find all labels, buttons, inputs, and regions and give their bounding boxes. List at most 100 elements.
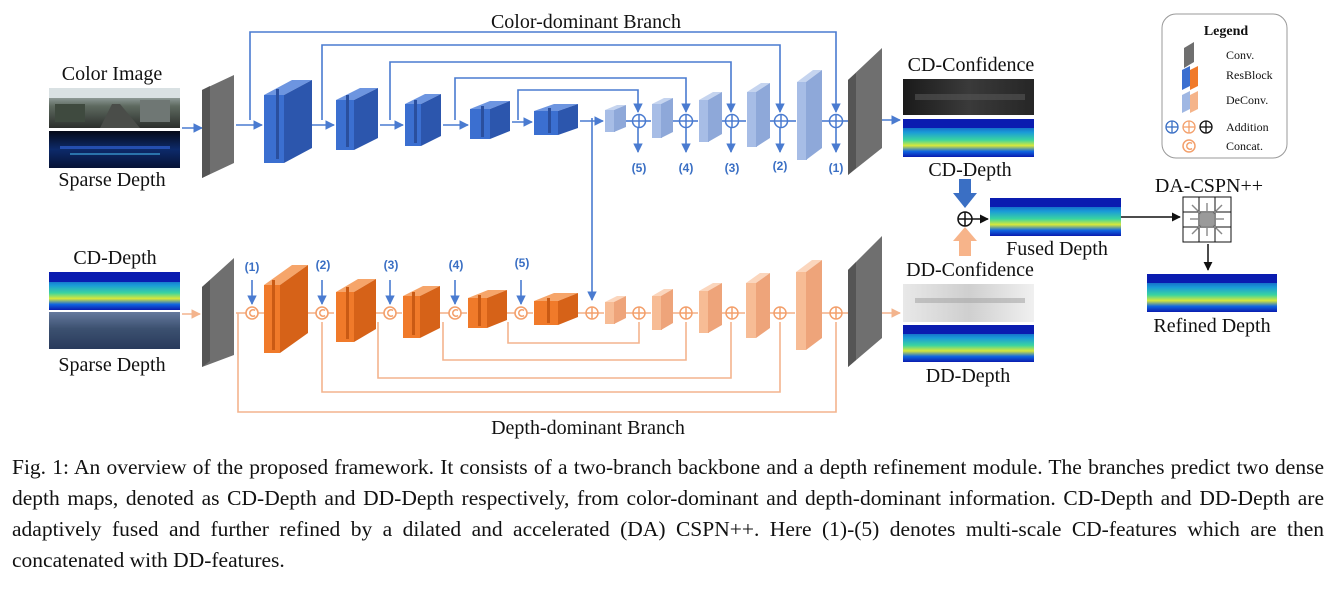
addition-icon: [1165, 120, 1213, 134]
legend-item-resblock: ResBlock: [1226, 68, 1273, 82]
concat-icon: [1182, 139, 1196, 153]
cd-scale-label-3: (3): [725, 161, 740, 175]
cd-main-flow: [182, 115, 901, 153]
framework-diagram: Color-dominant Branch Depth-dominant Bra…: [49, 11, 1288, 439]
legend-title: Legend: [1204, 24, 1249, 39]
cd-resblock-5: [534, 104, 578, 135]
sparse-depth-thumbnail-bottom: [49, 312, 180, 349]
concat-icon: [448, 306, 462, 320]
cd-deconv-4: [747, 83, 770, 147]
cd-addition-nodes: [631, 113, 844, 129]
sparse-depth-thumbnail-top: [49, 131, 180, 168]
dd-scale-label-4: (4): [449, 258, 464, 272]
color-branch-title: Color-dominant Branch: [491, 11, 681, 33]
cd-skip-connections: [249, 31, 841, 301]
refined-depth-map: [1147, 274, 1277, 312]
cd-depth-input-label: CD-Depth: [73, 247, 156, 269]
concat-icon: [514, 306, 528, 320]
cd-scale-label-4: (4): [679, 161, 694, 175]
da-cspn-grid-icon: [1182, 196, 1232, 243]
dd-deconv-4: [746, 273, 770, 338]
legend-item-conv: Conv.: [1226, 48, 1254, 62]
dd-deconv-3: [699, 283, 722, 333]
dd-skip-connections: [237, 313, 837, 413]
addition-icon: [773, 113, 789, 129]
dd-resblock-3: [403, 286, 440, 338]
legend-item-concat: Concat.: [1226, 139, 1263, 153]
dd-branch-blocks: [202, 236, 882, 367]
dd-scale-label-2: (2): [316, 258, 331, 272]
cd-scale-label-5: (5): [632, 161, 647, 175]
dd-confidence-map: [903, 284, 1034, 322]
legend-item-deconv: DeConv.: [1226, 93, 1268, 107]
cd-resblock-1: [264, 80, 312, 163]
dd-addition-nodes: [585, 306, 843, 320]
dd-deconv-5: [796, 260, 822, 350]
dd-scale-arrows: [247, 280, 526, 305]
cd-confidence-map: [903, 79, 1034, 115]
da-cspn-label: DA-CSPN++: [1155, 175, 1263, 197]
fusion-addition-node: [957, 211, 973, 227]
addition-icon: [585, 306, 599, 320]
cd-confidence-label: CD-Confidence: [908, 54, 1035, 76]
dd-conv-block-in: [202, 258, 234, 367]
cd-scale-label-2: (2): [773, 159, 788, 173]
cd-depth-map: [903, 119, 1034, 157]
fused-depth-map: [990, 198, 1121, 236]
addition-icon: [631, 113, 647, 129]
cd-depth-input-thumbnail: [49, 272, 180, 310]
dd-confidence-label: DD-Confidence: [906, 259, 1034, 281]
addition-icon: [679, 306, 693, 320]
cd-fusion-arrow: [953, 179, 977, 208]
depth-branch-title: Depth-dominant Branch: [491, 417, 685, 439]
dd-conv-block-out: [848, 236, 882, 367]
cd-branch-blocks: [202, 48, 882, 178]
dd-resblock-1: [264, 265, 308, 353]
dd-depth-output-label: DD-Depth: [926, 365, 1010, 387]
cd-conv-block-in: [202, 75, 234, 178]
resblock-icon: [1182, 66, 1198, 90]
color-image-label: Color Image: [62, 63, 163, 85]
legend: Legend Conv. ResBlock DeConv. Addition C…: [1161, 13, 1288, 159]
dd-resblock-2: [336, 279, 376, 342]
addition-icon: [725, 306, 739, 320]
dd-fusion-arrow: [953, 227, 977, 256]
cd-deconv-2: [652, 98, 673, 138]
dd-deconv-1: [605, 296, 626, 324]
addition-icon: [632, 306, 646, 320]
concat-icon: [245, 306, 259, 320]
conv-block-icon: [1184, 42, 1194, 68]
cd-deconv-5: [797, 70, 822, 160]
cd-conv-block-out: [848, 48, 882, 175]
cd-scale-label-1: (1): [829, 161, 844, 175]
addition-icon: [773, 306, 787, 320]
dd-resblock-5: [534, 293, 578, 325]
refined-depth-label: Refined Depth: [1153, 315, 1270, 337]
addition-icon: [678, 113, 694, 129]
sparse-depth-label-top: Sparse Depth: [58, 169, 165, 191]
cd-deconv-3: [699, 92, 722, 142]
addition-icon: [724, 113, 740, 129]
deconv-block-icon: [1182, 91, 1198, 113]
cd-resblock-4: [470, 101, 510, 139]
dd-depth-map: [903, 325, 1034, 362]
dd-resblock-4: [468, 290, 507, 328]
fused-depth-label: Fused Depth: [1006, 238, 1108, 260]
addition-icon: [828, 113, 844, 129]
dd-deconv-2: [652, 289, 673, 330]
cd-deconv-1: [605, 105, 626, 132]
sparse-depth-label-bottom: Sparse Depth: [58, 354, 165, 376]
cd-resblock-3: [405, 94, 441, 146]
concat-icon: [383, 306, 397, 320]
legend-item-addition: Addition: [1226, 120, 1269, 134]
dd-concat-nodes: [245, 306, 528, 320]
addition-icon: [829, 306, 843, 320]
figure-caption: Fig. 1: An overview of the proposed fram…: [12, 455, 1324, 572]
cd-depth-output-label: CD-Depth: [928, 159, 1011, 181]
dd-scale-label-5: (5): [515, 256, 530, 270]
dd-scale-label-1: (1): [245, 260, 260, 274]
concat-icon: [315, 306, 329, 320]
color-image-thumbnail: [49, 88, 180, 128]
dd-scale-label-3: (3): [384, 258, 399, 272]
cd-resblock-2: [336, 88, 378, 150]
